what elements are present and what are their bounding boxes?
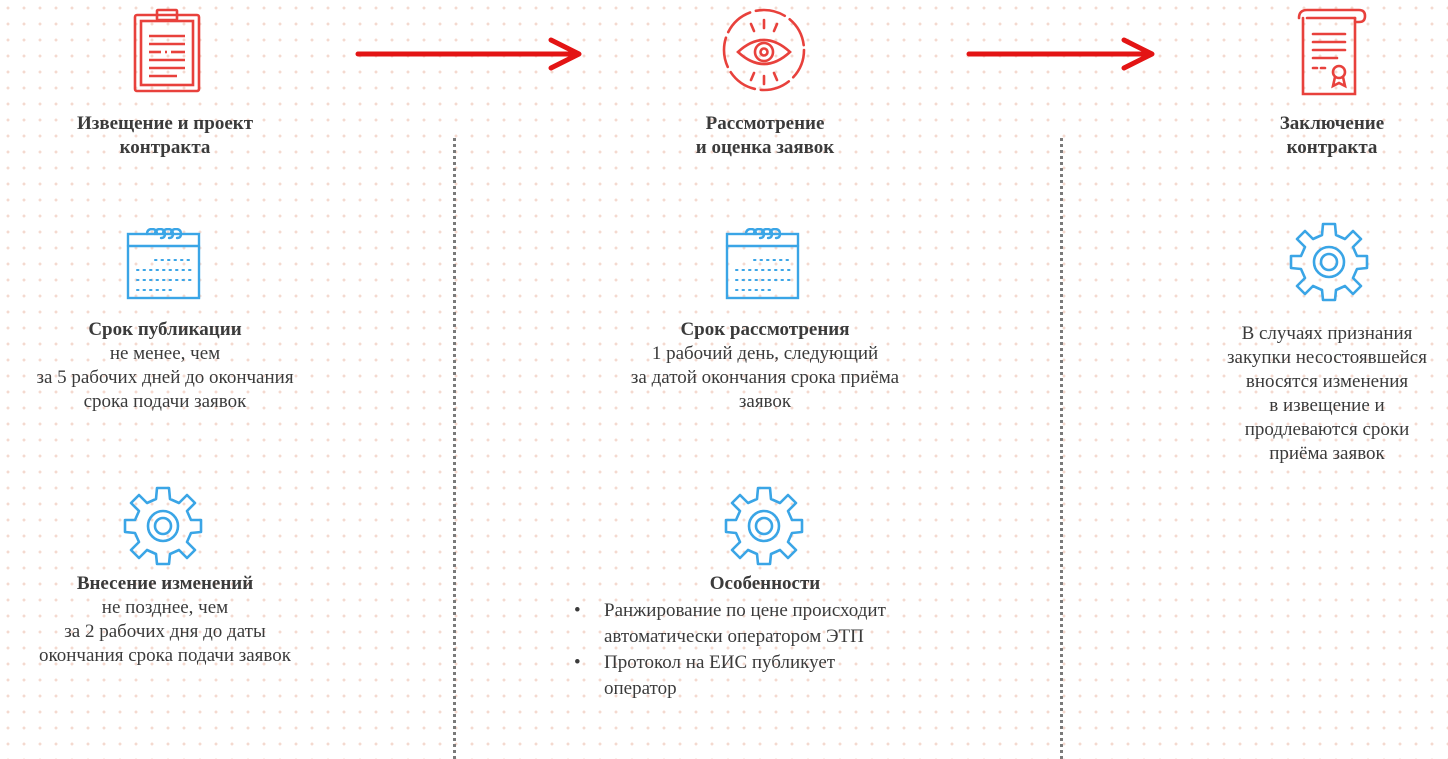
publication-term: Срок публикации не менее, чем за 5 рабоч…	[36, 319, 294, 412]
conclusion-note: В случаях признания закупки несостоявшей…	[1227, 323, 1427, 464]
list-item: Ранжирование по цене происходит автомати…	[570, 598, 960, 650]
calendar-icon	[724, 228, 801, 301]
features-title: Особенности	[709, 573, 821, 594]
certificate-icon	[1293, 6, 1369, 98]
gear-icon	[1287, 218, 1371, 302]
calendar-icon	[125, 228, 202, 301]
stage-title-review: Рассмотрение и оценка заявок	[695, 113, 835, 158]
gear-icon	[121, 482, 205, 566]
review-term: Срок рассмотрения 1 рабочий день, следую…	[630, 319, 900, 412]
gear-icon	[722, 482, 806, 566]
document-icon	[131, 8, 203, 94]
changes-term: Внесение изменений не позднее, чем за 2 …	[39, 573, 291, 666]
eye-icon	[720, 6, 808, 94]
column-divider	[1060, 138, 1063, 759]
arrow-right-icon	[355, 37, 585, 71]
stage-title-notice: Извещение и проект контракта	[76, 113, 254, 158]
list-item: Протокол на ЕИС публикует оператор	[570, 650, 960, 702]
arrow-right-icon	[966, 37, 1158, 71]
stage-title-conclusion: Заключение контракта	[1279, 113, 1385, 158]
column-divider	[453, 138, 456, 759]
features-list: Ранжирование по цене происходит автомати…	[570, 598, 960, 702]
